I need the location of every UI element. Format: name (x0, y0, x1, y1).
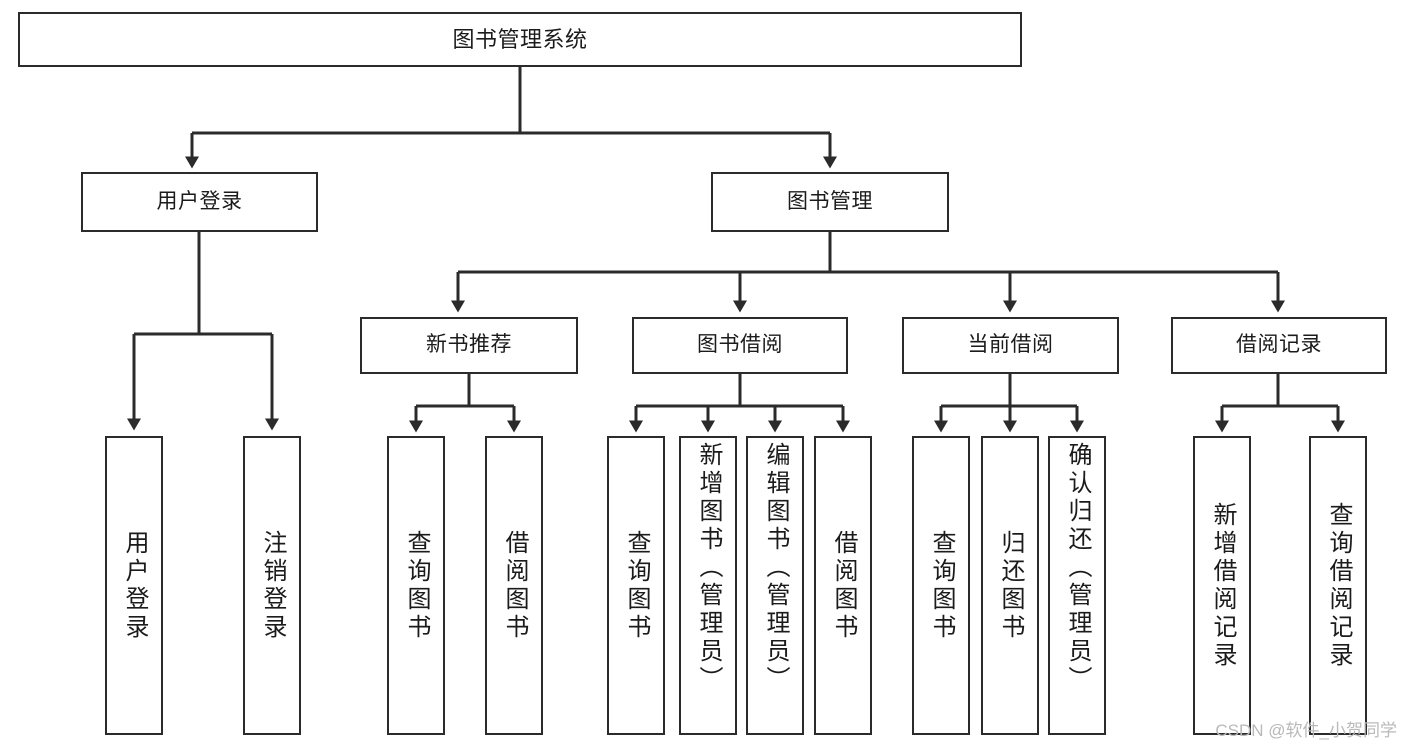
node-leaf-return-book-label: 归还图书 (997, 529, 1024, 642)
node-leaf-add-record[interactable]: 新增借阅记录 (1193, 436, 1251, 735)
node-book-borrow[interactable]: 图书借阅 (632, 317, 848, 374)
node-leaf-query-book-1-label: 查询图书 (403, 529, 430, 642)
node-leaf-user-login-label: 用户登录 (121, 529, 148, 642)
node-root-label: 图书管理系统 (452, 26, 588, 52)
node-leaf-add-book[interactable]: 新增图书（管理员） (679, 436, 737, 735)
node-root[interactable]: 图书管理系统 (18, 12, 1022, 67)
node-new-book-recommend-label: 新书推荐 (426, 333, 512, 357)
node-leaf-query-book-2-label: 查询图书 (623, 529, 650, 642)
node-leaf-confirm-return[interactable]: 确认归还（管理员） (1048, 436, 1106, 735)
node-book-manage-label: 图书管理 (787, 189, 873, 213)
node-leaf-logout-label: 注销登录 (259, 529, 286, 642)
node-leaf-borrow-book-1-label: 借阅图书 (501, 529, 528, 642)
node-current-borrow[interactable]: 当前借阅 (902, 317, 1119, 374)
node-borrow-record-label: 借阅记录 (1236, 333, 1322, 357)
node-leaf-query-record-label: 查询借阅记录 (1325, 501, 1352, 670)
node-leaf-borrow-book-2-label: 借阅图书 (830, 529, 857, 642)
node-leaf-query-book-3-label: 查询图书 (928, 529, 955, 642)
node-book-borrow-label: 图书借阅 (697, 333, 783, 357)
node-leaf-add-book-label: 新增图书（管理员） (695, 442, 722, 694)
node-leaf-edit-book[interactable]: 编辑图书（管理员） (746, 436, 804, 735)
node-leaf-borrow-book-2[interactable]: 借阅图书 (814, 436, 872, 735)
node-leaf-query-book-1[interactable]: 查询图书 (387, 436, 445, 735)
node-leaf-add-record-label: 新增借阅记录 (1209, 501, 1236, 670)
node-leaf-logout[interactable]: 注销登录 (243, 436, 301, 735)
node-user-login[interactable]: 用户登录 (81, 172, 318, 232)
csdn-watermark: CSDN @软件_小贺同学 (1215, 721, 1397, 740)
node-leaf-user-login[interactable]: 用户登录 (105, 436, 163, 735)
node-user-login-label: 用户登录 (156, 189, 243, 213)
node-leaf-return-book[interactable]: 归还图书 (981, 436, 1039, 735)
node-book-manage[interactable]: 图书管理 (711, 172, 949, 232)
node-borrow-record[interactable]: 借阅记录 (1171, 317, 1387, 374)
node-leaf-confirm-return-label: 确认归还（管理员） (1064, 442, 1091, 694)
node-leaf-query-book-3[interactable]: 查询图书 (912, 436, 970, 735)
node-current-borrow-label: 当前借阅 (967, 333, 1054, 357)
node-leaf-edit-book-label: 编辑图书（管理员） (762, 442, 789, 694)
node-new-book-recommend[interactable]: 新书推荐 (360, 317, 578, 374)
node-leaf-query-book-2[interactable]: 查询图书 (607, 436, 665, 735)
node-leaf-borrow-book-1[interactable]: 借阅图书 (485, 436, 543, 735)
node-leaf-query-record[interactable]: 查询借阅记录 (1309, 436, 1367, 735)
